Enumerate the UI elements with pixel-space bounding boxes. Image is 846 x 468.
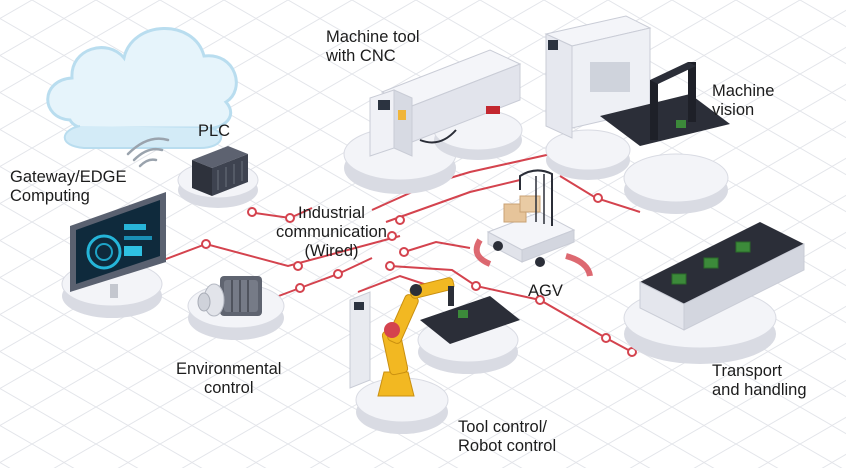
label-line: control xyxy=(203,379,254,397)
robot-arm-icon xyxy=(349,277,520,397)
label-line: and handling xyxy=(712,381,807,399)
label-transport-handling: Transport and handling xyxy=(712,362,807,400)
label-line: vision xyxy=(712,101,755,119)
label-line: Machine xyxy=(712,82,775,100)
motor-icon xyxy=(197,276,262,317)
plc-icon xyxy=(192,146,248,196)
label-agv: AGV xyxy=(528,282,563,301)
label-line: AGV xyxy=(528,282,563,300)
conveyor-icon xyxy=(639,222,805,331)
vision-platform xyxy=(545,129,729,214)
monitor-icon xyxy=(70,192,166,298)
label-industrial-communication: Industrial communication (Wired) xyxy=(276,204,387,261)
label-machine-tool-cnc: Machine tool with CNC xyxy=(326,28,420,66)
label-line: Environmental xyxy=(176,360,282,378)
label-gateway: Gateway/EDGE Computing xyxy=(10,168,126,206)
cloud-icon xyxy=(46,27,238,149)
label-plc: PLC xyxy=(198,122,230,141)
label-line: Transport xyxy=(712,362,782,380)
label-line: Machine tool xyxy=(326,28,420,46)
label-line: communication xyxy=(276,223,387,241)
label-line: Robot control xyxy=(458,437,557,455)
label-line: Gateway/EDGE xyxy=(10,168,127,186)
label-environmental-control: Environmental control xyxy=(176,360,281,398)
label-line: Industrial xyxy=(298,204,365,222)
cnc-machine-icon xyxy=(369,49,522,157)
label-line: Computing xyxy=(10,187,90,205)
label-line: Tool control/ xyxy=(458,418,547,436)
label-line: with CNC xyxy=(326,47,396,65)
label-tool-robot-control: Tool control/ Robot control xyxy=(458,418,556,456)
label-line: PLC xyxy=(198,122,231,140)
label-machine-vision: Machine vision xyxy=(712,82,774,120)
wifi-icon xyxy=(126,137,170,168)
vision-machine-icon xyxy=(544,15,730,146)
agv-icon xyxy=(473,169,593,277)
label-line: (Wired) xyxy=(304,242,359,260)
